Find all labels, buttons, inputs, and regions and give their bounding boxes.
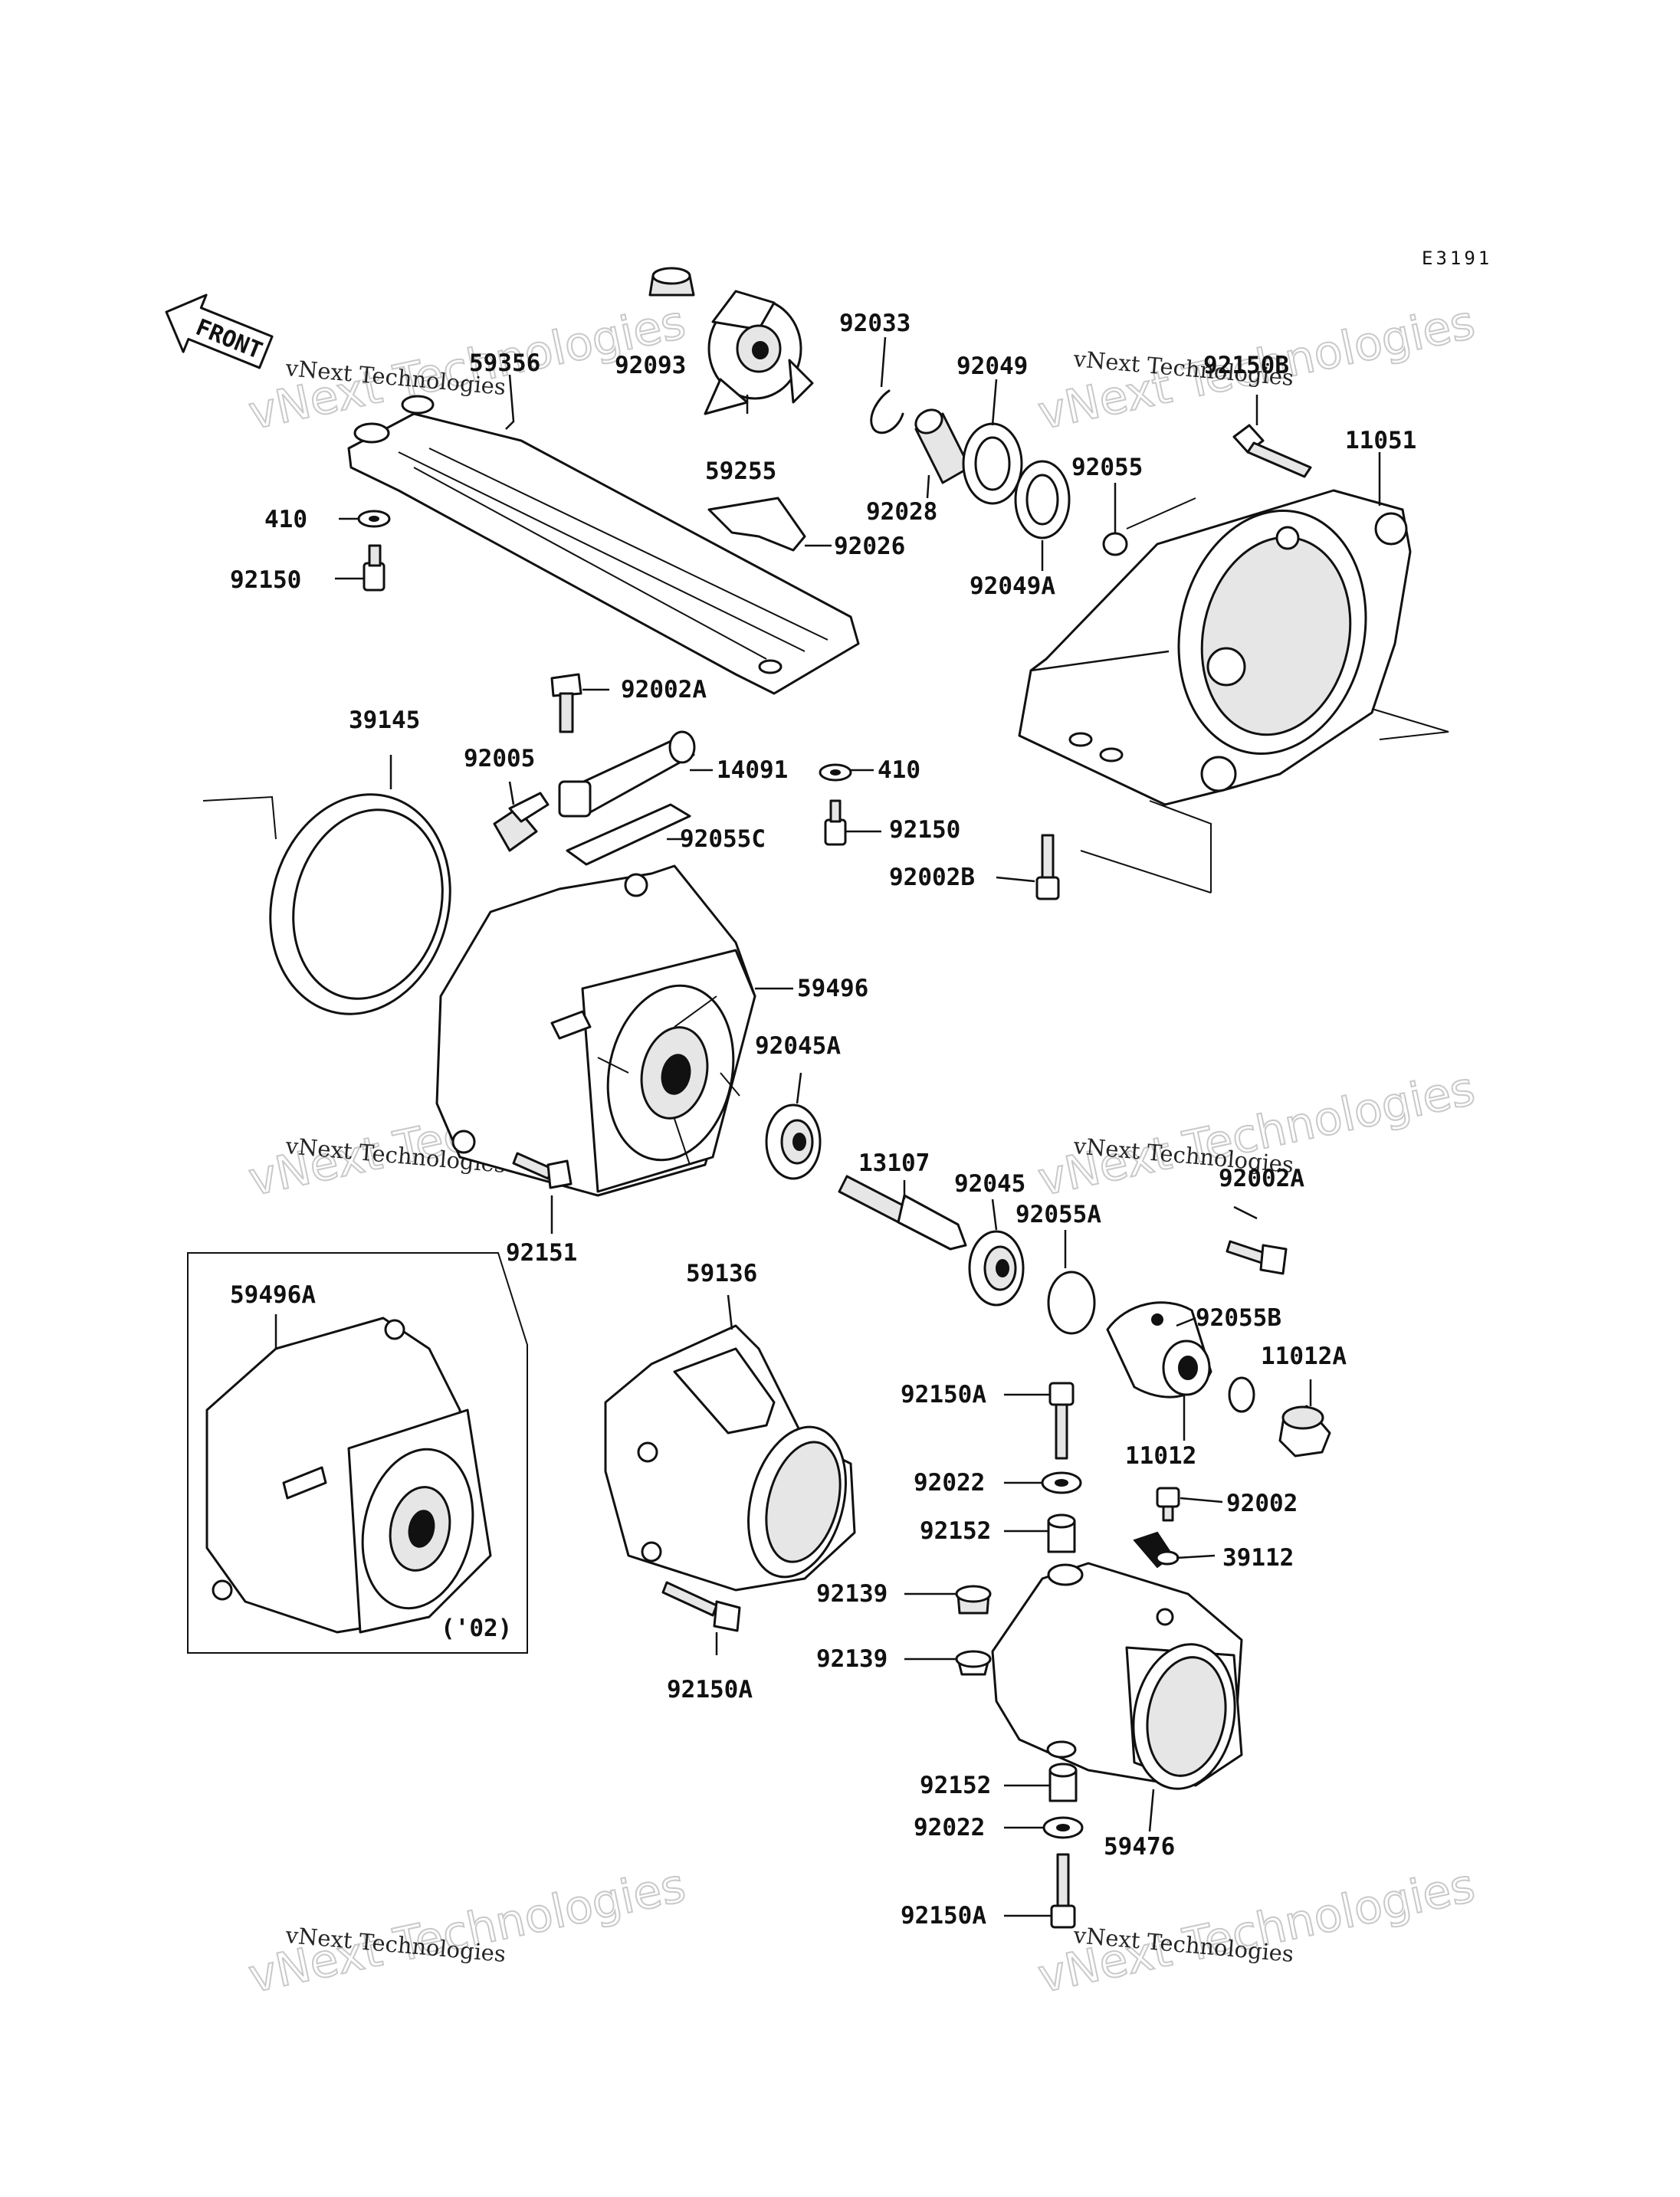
label-92002A-top: 92002A	[621, 676, 707, 703]
label-92026: 92026	[834, 533, 905, 560]
leader-lines	[274, 336, 1381, 1917]
bolt-92151	[512, 1152, 573, 1189]
cap-11012A	[1278, 1405, 1331, 1458]
label-92049: 92049	[956, 353, 1028, 380]
label-11012A: 11012A	[1261, 1343, 1347, 1370]
washer-92022-lower	[1042, 1816, 1084, 1839]
label-92045: 92045	[954, 1170, 1025, 1198]
collar-92152-upper	[1047, 1513, 1076, 1553]
washer-410-left	[357, 510, 391, 528]
bolt-92150A-lower	[1050, 1853, 1076, 1929]
label-92150-left: 92150	[230, 566, 301, 594]
label-92150A-1: 92150A	[901, 1381, 986, 1408]
label-59496: 59496	[797, 975, 868, 1002]
label-92033: 92033	[839, 310, 911, 337]
seal-92049A	[1014, 460, 1071, 539]
guide-92026	[707, 497, 806, 552]
label-92055C: 92055C	[680, 825, 766, 853]
label-92002: 92002	[1226, 1490, 1298, 1517]
diagram-code: E3191	[1422, 248, 1492, 269]
impeller-59255	[704, 290, 814, 415]
shaft-13107	[838, 1175, 967, 1251]
label-92151: 92151	[506, 1239, 577, 1267]
label-92152-1: 92152	[920, 1517, 991, 1545]
label-14091: 14091	[717, 756, 788, 784]
label-59356: 59356	[469, 349, 540, 377]
nut-92093	[648, 267, 695, 297]
bearing-92045A	[765, 1103, 822, 1180]
bolt-92150-right	[824, 799, 847, 846]
label-92049A: 92049A	[970, 572, 1055, 600]
label-92150B: 92150B	[1203, 352, 1289, 379]
bolt-92150B	[1232, 424, 1312, 478]
bolt-92150A-nozzle	[661, 1581, 741, 1632]
collar-92152-lower	[1048, 1763, 1078, 1802]
label-92022-1: 92022	[914, 1469, 985, 1497]
front-arrow-icon: FRONT	[165, 293, 274, 369]
label-92028: 92028	[866, 498, 937, 526]
label-92002A-right: 92002A	[1219, 1165, 1304, 1192]
washer-410-right	[819, 763, 852, 782]
label-59255: 59255	[705, 457, 776, 485]
bushing-92028	[914, 408, 971, 484]
ride-plate-59356	[347, 395, 860, 695]
circlip-92033	[870, 389, 904, 434]
inset-note: ('02)	[441, 1615, 512, 1642]
label-92150A-2: 92150A	[667, 1676, 753, 1703]
label-92152-2: 92152	[920, 1772, 991, 1799]
label-92139-1: 92139	[816, 1580, 888, 1608]
label-13107: 13107	[858, 1149, 930, 1177]
liner-ring-39145	[269, 793, 451, 1015]
label-11012: 11012	[1125, 1442, 1196, 1470]
label-92022-2: 92022	[914, 1814, 985, 1841]
label-92005: 92005	[464, 745, 535, 772]
steering-nozzle-59476	[991, 1562, 1243, 1790]
gasket-92055C	[566, 803, 691, 866]
label-11051: 11051	[1345, 427, 1416, 454]
bolt-92002B	[1035, 834, 1060, 900]
label-39145: 39145	[349, 707, 420, 734]
bearing-92045	[968, 1230, 1025, 1307]
washer-92022-upper	[1041, 1471, 1082, 1494]
bolt-92150A-upper	[1048, 1382, 1075, 1460]
reference-lines	[202, 497, 1449, 894]
bolt-92002A-top	[550, 673, 582, 733]
bolt-92150-left	[363, 544, 386, 592]
cap-11012	[1106, 1301, 1212, 1399]
bushing-92139-upper	[955, 1585, 992, 1615]
label-92055: 92055	[1071, 454, 1143, 481]
o-ring-92055B	[1228, 1376, 1255, 1413]
label-92150-right: 92150	[889, 816, 960, 844]
nipple-92005	[493, 792, 550, 852]
label-92055B: 92055B	[1196, 1304, 1281, 1332]
seal-92049	[962, 422, 1023, 505]
pump-mount-11051	[1018, 489, 1412, 806]
lever-39112	[1133, 1531, 1180, 1569]
pump-case-59496	[435, 864, 756, 1197]
bolt-92002A-right	[1226, 1240, 1288, 1275]
label-410-right: 410	[878, 756, 920, 784]
label-92045A: 92045A	[755, 1032, 841, 1060]
label-92150A-3: 92150A	[901, 1902, 986, 1930]
label-59496A: 59496A	[230, 1281, 316, 1309]
watermark-bottom-right: vNext Technologies vNext Technologies	[1033, 1858, 1481, 2005]
inset-box-59496A: ('02)	[187, 1252, 528, 1654]
label-410-left: 410	[264, 506, 307, 533]
label-92139-2: 92139	[816, 1645, 888, 1673]
part-labels: 59356 410 92150 92093 59255 92033 92028 …	[230, 310, 1416, 1930]
label-92055A: 92055A	[1016, 1201, 1101, 1228]
label-92093: 92093	[615, 352, 686, 379]
label-92002B: 92002B	[889, 864, 975, 891]
bolt-92002	[1156, 1487, 1180, 1522]
o-ring-92055A	[1047, 1271, 1096, 1335]
bushing-92139-lower	[955, 1650, 992, 1676]
o-ring-92055	[1102, 532, 1128, 556]
cap-14091	[558, 730, 696, 818]
watermark-bottom-left: vNext Technologies vNext Technologies	[244, 1858, 691, 2005]
nozzle-59136	[604, 1324, 856, 1592]
label-59476: 59476	[1104, 1833, 1175, 1861]
label-39112: 39112	[1222, 1544, 1294, 1572]
label-59136: 59136	[686, 1260, 757, 1287]
